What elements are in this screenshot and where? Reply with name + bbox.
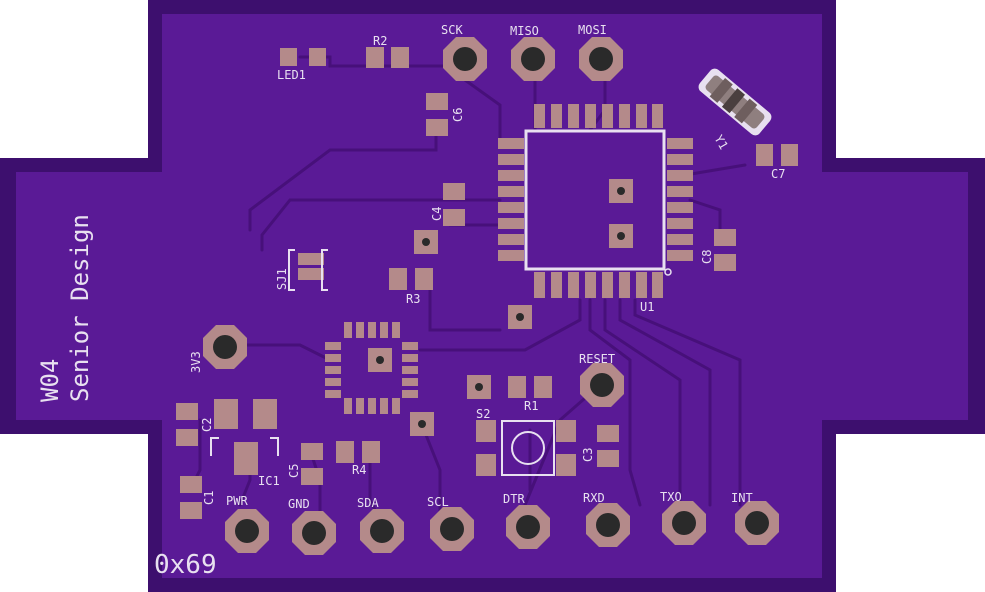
label-c3: C3 [581,448,595,462]
label-y1: Y1 [711,133,730,153]
smd-pads [176,47,798,519]
label-c5: C5 [287,464,301,478]
rxd-pad [586,503,630,547]
label-sda: SDA [357,496,379,510]
vias [368,179,633,436]
silk-labels: SCK MISO MOSI LED1 R2 C6 Y1 C7 C4 C8 U1 … [36,23,785,580]
gnd-pad [292,511,336,555]
board-title-line2: Senior Design [66,214,94,402]
board-address: 0x69 [154,550,217,580]
label-c7: C7 [771,167,785,181]
miso-pad [511,37,555,81]
label-u1: U1 [640,300,654,314]
int-pad [735,501,779,545]
txo-pad [662,501,706,545]
traces [188,55,747,522]
mosi-pad [579,37,623,81]
u1-microcontroller [498,104,693,298]
label-c6: C6 [451,108,465,122]
label-rxd: RXD [583,491,605,505]
label-int: INT [731,491,753,505]
label-sj1: SJ1 [275,268,289,290]
label-3v3: 3V3 [189,351,203,373]
scl-pad [430,507,474,551]
label-r2: R2 [373,34,387,48]
label-scl: SCL [427,495,449,509]
label-r4: R4 [352,463,366,477]
ic1-qfn-sensor [325,322,418,414]
dtr-pad [506,505,550,549]
label-pwr: PWR [226,494,248,508]
board-title-line1: W04 [36,359,64,402]
board-copper-pour [16,14,968,578]
reset-pad [580,363,624,407]
label-gnd: GND [288,497,310,511]
label-led1: LED1 [277,68,306,82]
label-r3: R3 [406,292,420,306]
sck-pad [443,37,487,81]
label-reset: RESET [579,352,615,366]
label-c1: C1 [202,491,216,505]
label-mosi: MOSI [578,23,607,37]
label-c4: C4 [430,207,444,221]
label-c8: C8 [700,250,714,264]
label-c2: C2 [200,418,214,432]
through-hole-pads [203,37,779,555]
pwr-pad [225,509,269,553]
sda-pad [360,509,404,553]
label-s2: S2 [476,407,490,421]
label-dtr: DTR [503,492,525,506]
y1-crystal [698,68,772,136]
v3-pad [203,325,247,369]
label-r1: R1 [524,399,538,413]
label-miso: MISO [510,24,539,38]
label-sck: SCK [441,23,463,37]
silk-outlines [210,249,555,476]
label-txo: TXO [660,490,682,504]
label-ic1: IC1 [258,474,280,488]
